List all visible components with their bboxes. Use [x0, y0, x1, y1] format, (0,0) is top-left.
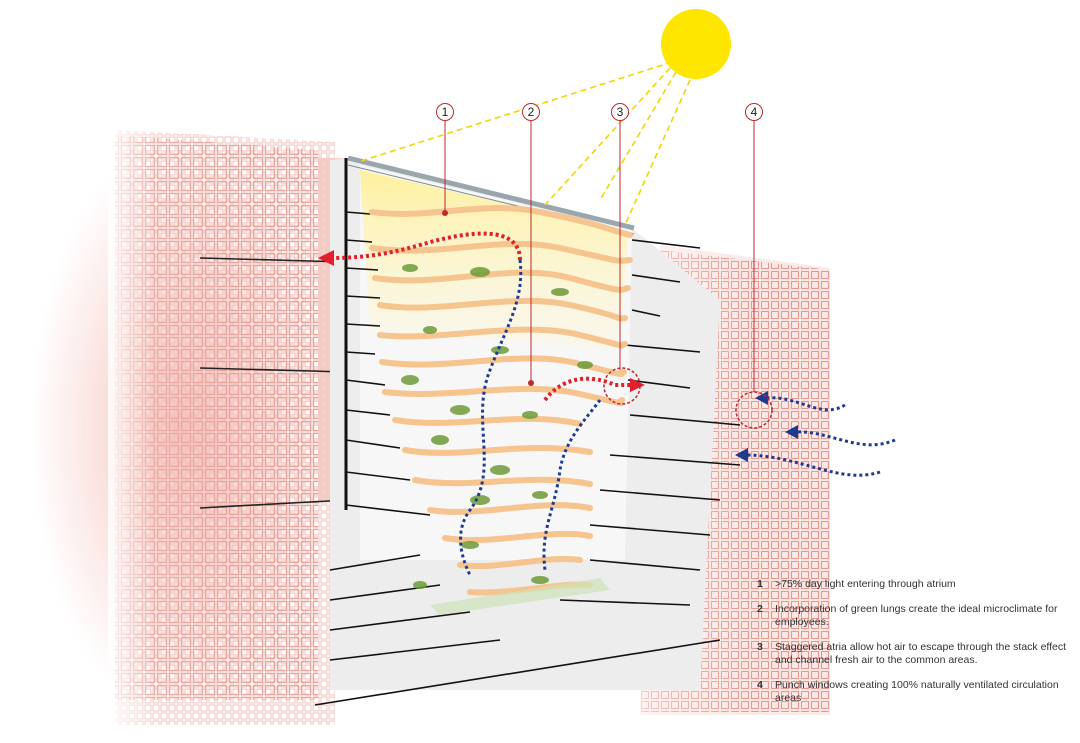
building-body	[330, 155, 720, 690]
fresh-air-arrows	[459, 259, 896, 576]
legend-number: 4	[757, 679, 763, 691]
callout-number: 4	[751, 105, 758, 119]
left-facade	[30, 130, 348, 730]
hot-air-arrowhead-left	[318, 250, 334, 266]
legend-item-1: 1 >75% day light entering through atrium	[757, 578, 1077, 591]
legend-item-2: 2 Incorporation of green lungs create th…	[757, 603, 1077, 629]
fresh-air-arrowheads	[735, 391, 798, 462]
callout-number: 1	[442, 105, 449, 119]
legend-item-3: 3 Staggered atria allow hot air to escap…	[757, 641, 1077, 667]
hot-air-arrowhead-right	[630, 378, 645, 392]
legend-text: Staggered atria allow hot air to escape …	[775, 641, 1067, 666]
callout-2: 2	[522, 103, 540, 386]
callout-3: 3	[603, 103, 641, 405]
callout-number: 3	[617, 105, 624, 119]
callout-1: 1	[436, 103, 454, 216]
callout-4: 4	[735, 103, 773, 429]
legend-number: 1	[757, 578, 763, 590]
legend-text: Incorporation of green lungs create the …	[775, 603, 1058, 628]
green-lungs	[401, 264, 610, 615]
callout-number: 2	[528, 105, 535, 119]
legend-number: 2	[757, 603, 763, 615]
atrium-slabs	[369, 205, 633, 596]
legend-text: Punch windows creating 100% naturally ve…	[775, 679, 1059, 704]
legend-text: >75% day light entering through atrium	[775, 578, 956, 590]
legend-number: 3	[757, 641, 763, 653]
legend-item-4: 4 Punch windows creating 100% naturally …	[757, 679, 1077, 705]
sun	[357, 9, 731, 226]
hot-air-arrows	[329, 231, 632, 402]
legend: 1 >75% day light entering through atrium…	[757, 578, 1077, 717]
